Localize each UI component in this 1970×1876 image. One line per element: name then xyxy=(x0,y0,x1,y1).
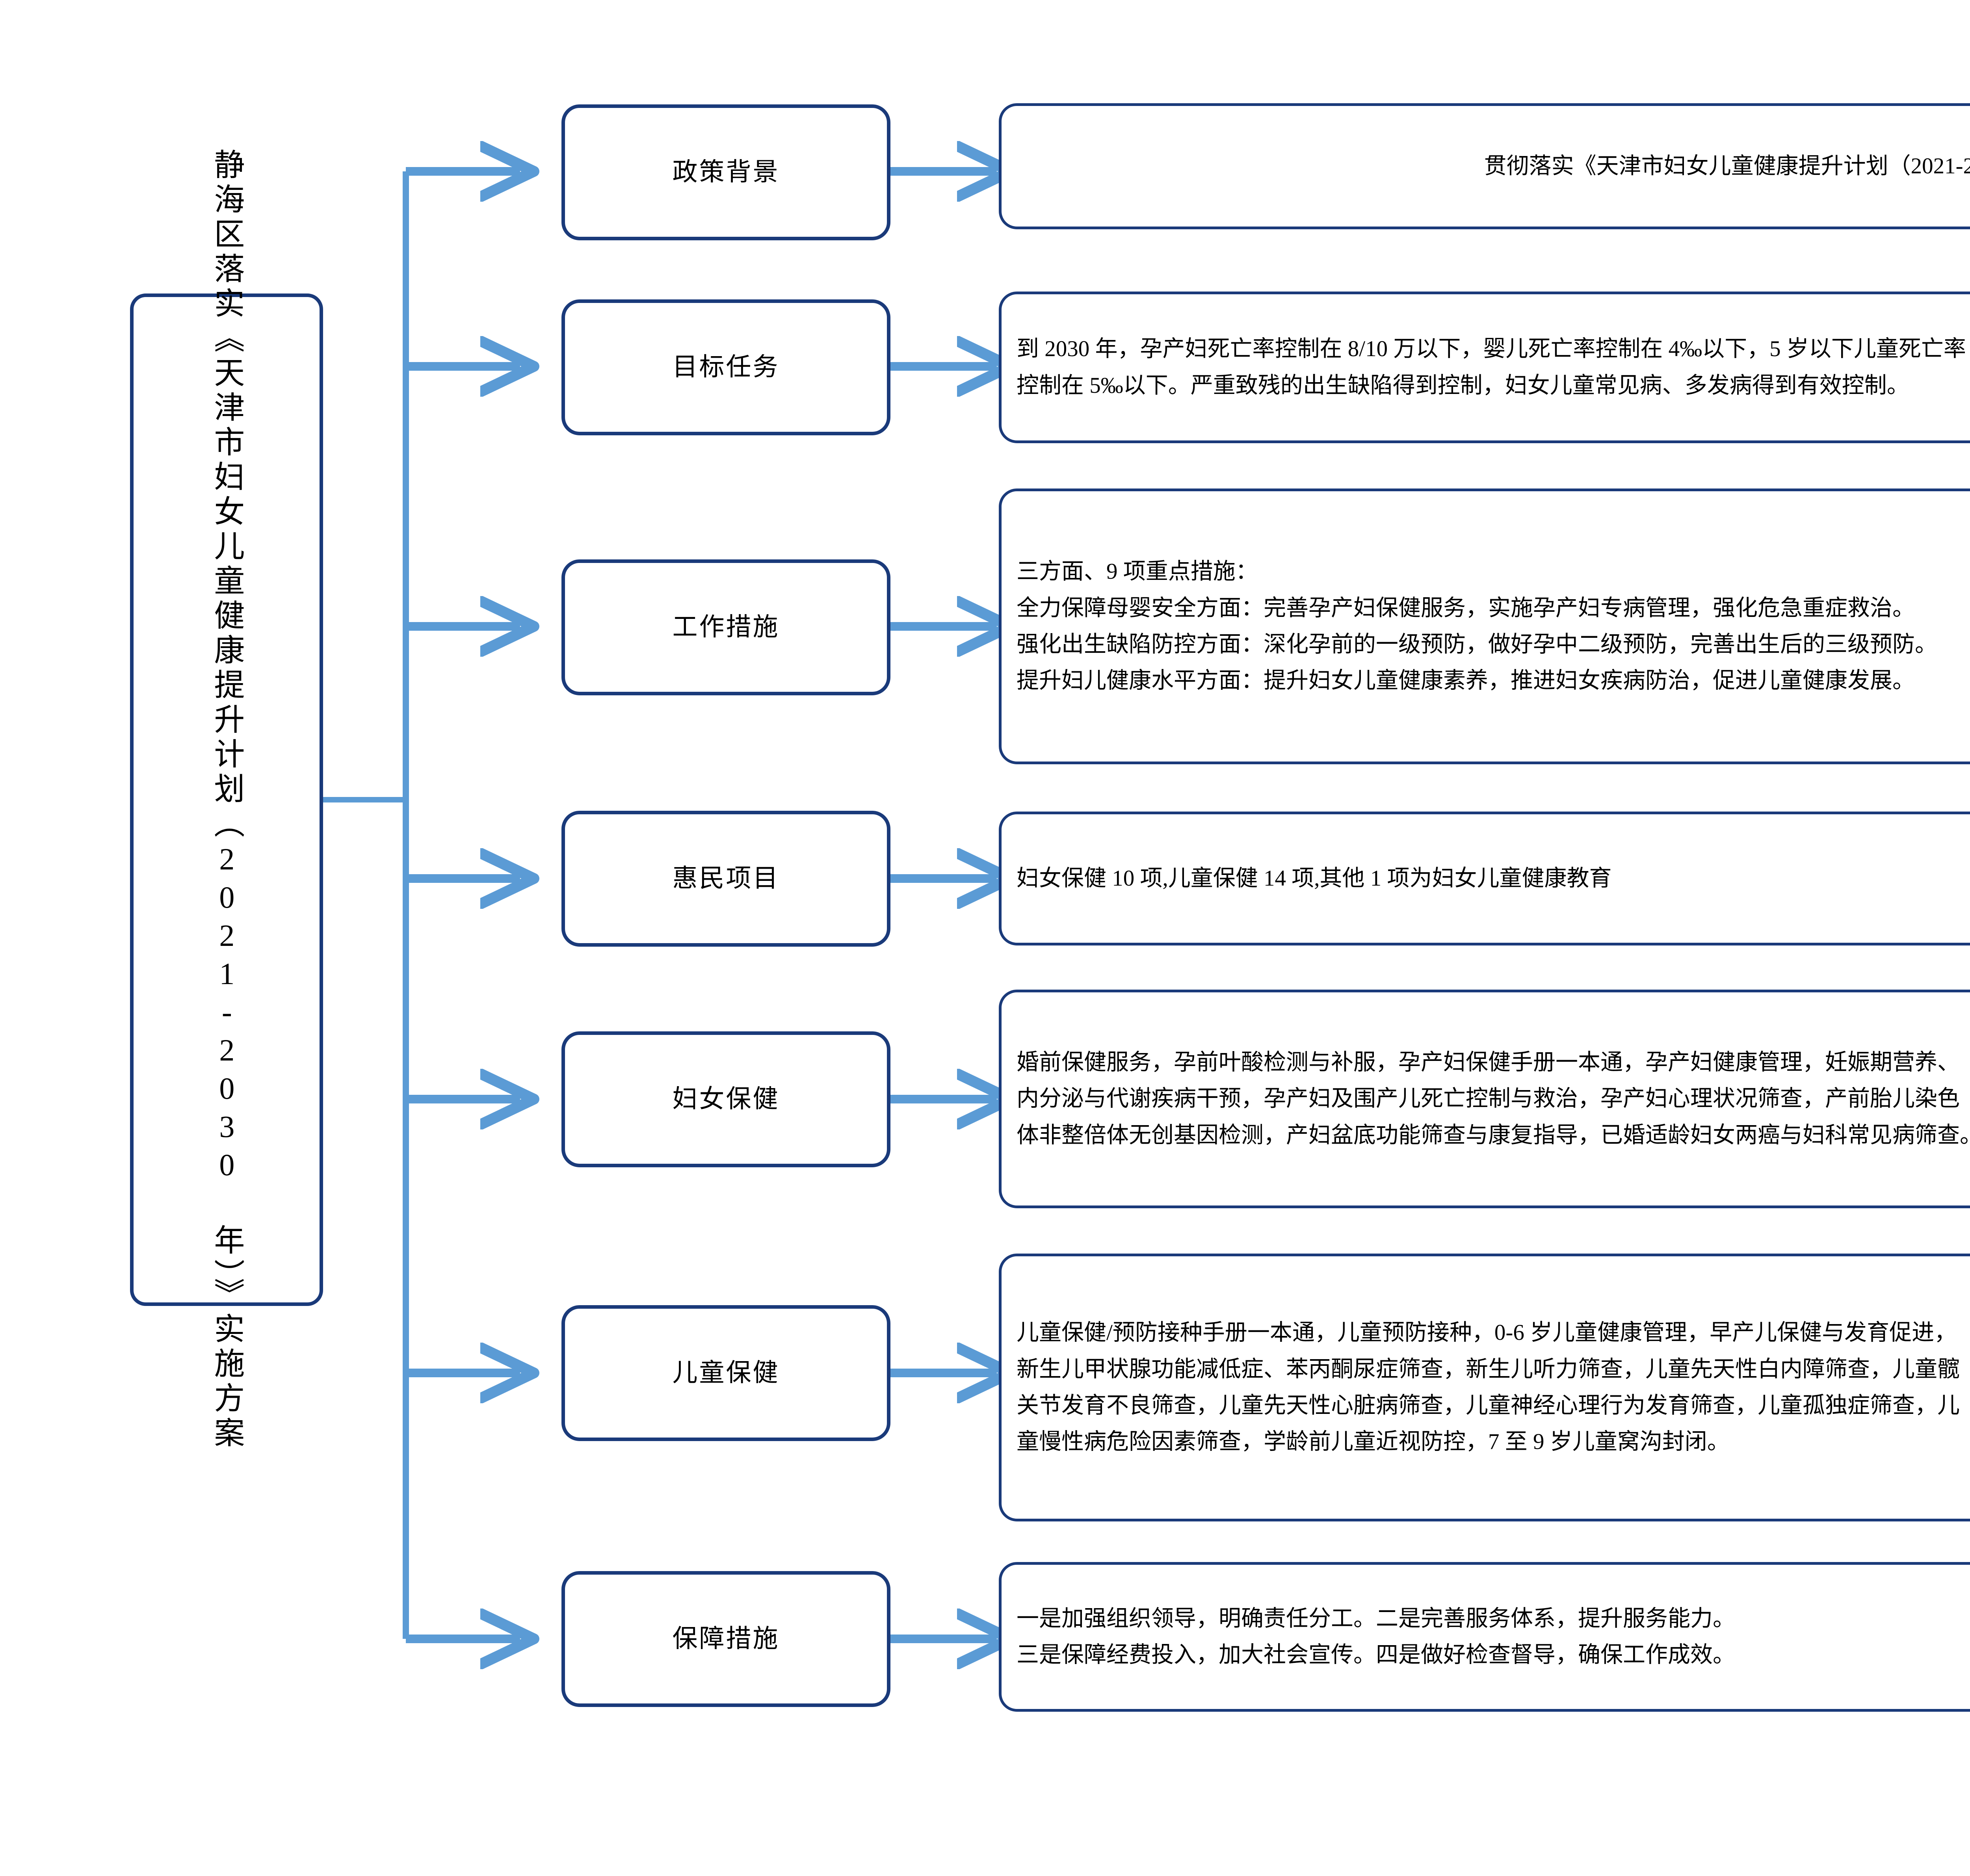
root-node[interactable]: 静海区落实《天津市妇女儿童健康提升计划 （2021-2030 年）》实施方案 xyxy=(130,149,323,1451)
content-line: 童慢性病危险因素筛查，学龄前儿童近视防控，7 至 9 岁儿童窝沟封闭。 xyxy=(1017,1429,1730,1454)
category-label: 惠民项目 xyxy=(672,864,780,893)
content-line: 控制在 5‰以下。严重致残的出生缺陷得到控制，妇女儿童常见病、多发病得到有效控制… xyxy=(1017,373,1909,398)
content-line: 三方面、9 项重点措施： xyxy=(1017,559,1258,584)
content-text: 到 2030 年，孕产妇死亡率控制在 8/10 万以下，婴儿死亡率控制在 4‰以… xyxy=(1017,331,1970,404)
content-line: 内分泌与代谢疾病干预，孕产妇及围产儿死亡控制与救治，孕产妇心理状况筛查，产前胎儿… xyxy=(1017,1086,1960,1111)
category-label: 保障措施 xyxy=(672,1625,780,1653)
content-line: 关节发育不良筛查，儿童先天性心脏病筛查，儿童神经心理行为发育筛查，儿童孤独症筛查… xyxy=(1017,1393,1960,1418)
content-line: 体非整倍体无创基因检测，产妇盆底功能筛查与康复指导，已婚适龄妇女两癌与妇科常见病… xyxy=(1017,1122,1970,1148)
category-label: 工作措施 xyxy=(672,613,780,641)
category-node-work-measures[interactable]: 工作措施 xyxy=(561,559,890,695)
content-node-women-healthcare[interactable]: 婚前保健服务，孕前叶酸检测与补服，孕产妇保健手册一本通，孕产妇健康管理，妊娠期营… xyxy=(999,990,1970,1208)
root-title-line2: （2021-2030 年）》实施方案 xyxy=(210,807,244,1451)
content-text: 婚前保健服务，孕前叶酸检测与补服，孕产妇保健手册一本通，孕产妇健康管理，妊娠期营… xyxy=(1017,1044,1970,1153)
root-title-line1: 静海区落实《天津市妇女儿童健康提升计划 xyxy=(210,148,244,807)
content-line: 提升妇儿健康水平方面：提升妇女儿童健康素养，推进妇女疾病防治，促进儿童健康发展。 xyxy=(1017,668,1915,693)
content-text: 一是加强组织领导，明确责任分工。二是完善服务体系，提升服务能力。三是保障经费投入… xyxy=(1017,1601,1970,1674)
content-node-benefit-projects[interactable]: 妇女保健 10 项,儿童保健 14 项,其他 1 项为妇女儿童健康教育 xyxy=(999,812,1970,945)
content-node-goal-task[interactable]: 到 2030 年，孕产妇死亡率控制在 8/10 万以下，婴儿死亡率控制在 4‰以… xyxy=(999,292,1970,443)
content-line: 到 2030 年，孕产妇死亡率控制在 8/10 万以下，婴儿死亡率控制在 4‰以… xyxy=(1017,336,1966,362)
content-node-child-healthcare[interactable]: 儿童保健/预防接种手册一本通，儿童预防接种，0-6 岁儿童健康管理，早产儿保健与… xyxy=(999,1254,1970,1521)
content-line: 三是保障经费投入，加大社会宣传。四是做好检查督导，确保工作成效。 xyxy=(1017,1642,1735,1667)
category-node-women-healthcare[interactable]: 妇女保健 xyxy=(561,1031,890,1167)
content-text: 贯彻落实《天津市妇女儿童健康提升计划（2021-2030 年）》 xyxy=(1017,148,1970,184)
category-label: 政策背景 xyxy=(672,158,780,186)
content-line: 新生儿甲状腺功能减低症、苯丙酮尿症筛查，新生儿听力筛查，儿童先天性白内障筛查，儿… xyxy=(1017,1356,1960,1382)
content-line: 儿童保健/预防接种手册一本通，儿童预防接种，0-6 岁儿童健康管理，早产儿保健与… xyxy=(1017,1320,1957,1345)
content-line: 妇女保健 10 项,儿童保健 14 项,其他 1 项为妇女儿童健康教育 xyxy=(1017,866,1612,891)
content-line: 一是加强组织领导，明确责任分工。二是完善服务体系，提升服务能力。 xyxy=(1017,1606,1735,1631)
content-line: 强化出生缺陷防控方面：深化孕前的一级预防，做好孕中二级预防，完善出生后的三级预防… xyxy=(1017,632,1937,657)
category-node-goal-task[interactable]: 目标任务 xyxy=(561,299,890,435)
content-text: 三方面、9 项重点措施： 全力保障母婴安全方面：完善孕产妇保健服务，实施孕产妇专病… xyxy=(1017,554,1970,699)
content-node-safeguard-measures[interactable]: 一是加强组织领导，明确责任分工。二是完善服务体系，提升服务能力。三是保障经费投入… xyxy=(999,1562,1970,1712)
category-node-child-healthcare[interactable]: 儿童保健 xyxy=(561,1305,890,1441)
content-node-work-measures[interactable]: 三方面、9 项重点措施： 全力保障母婴安全方面：完善孕产妇保健服务，实施孕产妇专病… xyxy=(999,489,1970,764)
content-text: 儿童保健/预防接种手册一本通，儿童预防接种，0-6 岁儿童健康管理，早产儿保健与… xyxy=(1017,1315,1970,1460)
category-label: 目标任务 xyxy=(672,353,780,381)
category-label: 妇女保健 xyxy=(672,1085,780,1113)
content-node-policy-background[interactable]: 贯彻落实《天津市妇女儿童健康提升计划（2021-2030 年）》 xyxy=(999,103,1970,229)
category-node-safeguard-measures[interactable]: 保障措施 xyxy=(561,1571,890,1707)
content-text: 妇女保健 10 项,儿童保健 14 项,其他 1 项为妇女儿童健康教育 xyxy=(1017,860,1970,897)
category-label: 儿童保健 xyxy=(672,1359,780,1387)
content-line: 婚前保健服务，孕前叶酸检测与补服，孕产妇保健手册一本通，孕产妇健康管理，妊娠期营… xyxy=(1017,1050,1960,1075)
content-line: 全力保障母婴安全方面：完善孕产妇保健服务，实施孕产妇专病管理，强化危急重症救治。 xyxy=(1017,595,1915,620)
root-title: 静海区落实《天津市妇女儿童健康提升计划 （2021-2030 年）》实施方案 xyxy=(205,149,249,1451)
content-line: 贯彻落实《天津市妇女儿童健康提升计划（2021-2030 年）》 xyxy=(1484,153,1970,178)
category-node-benefit-projects[interactable]: 惠民项目 xyxy=(561,811,890,947)
category-node-policy-background[interactable]: 政策背景 xyxy=(561,104,890,240)
